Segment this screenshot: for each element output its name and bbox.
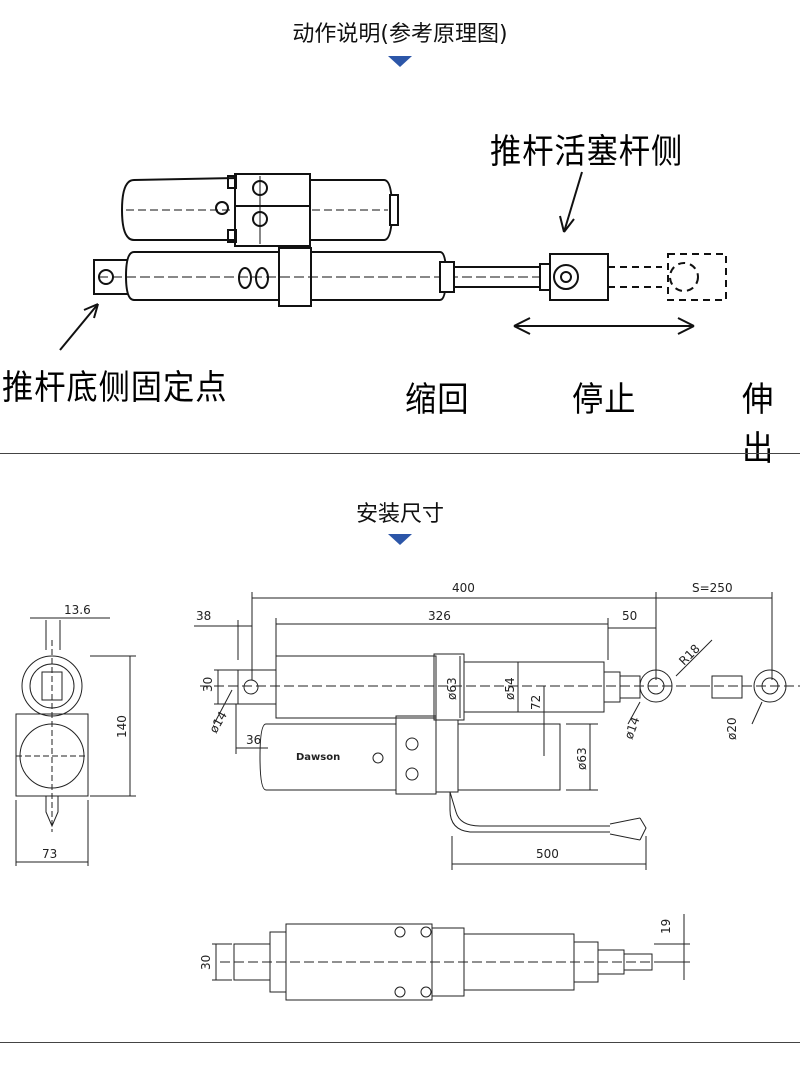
main-side-view	[194, 592, 800, 870]
dim-400: 400	[452, 581, 475, 595]
motor-body	[120, 176, 399, 241]
dim-140: 140	[115, 715, 129, 738]
dim-30-bottom: 30	[199, 955, 213, 970]
dim-13-6: 13.6	[64, 603, 91, 617]
dim-phi63-b: ø63	[575, 747, 589, 770]
end-view	[15, 617, 136, 866]
label-base-fixed-point: 推杆底侧固定点	[2, 368, 228, 408]
section-divider	[0, 453, 800, 454]
dim-phi63-a: ø63	[445, 677, 459, 700]
bottom-divider	[0, 1042, 800, 1043]
piston-rod	[454, 253, 609, 301]
dim-50: 50	[622, 609, 637, 623]
dim-36: 36	[246, 733, 261, 747]
dim-s250: S=250	[692, 581, 733, 595]
label-stop: 停止	[572, 380, 637, 420]
dim-r18: R18	[676, 642, 703, 669]
section-title-principle: 动作说明(参考原理图)	[292, 22, 508, 47]
dim-326: 326	[428, 609, 451, 623]
extended-position-dashed	[608, 253, 727, 301]
label-retract: 缩回	[405, 380, 470, 420]
dim-72: 72	[529, 695, 543, 710]
label-extend: 伸出	[742, 380, 775, 469]
dim-73: 73	[42, 847, 57, 861]
bottom-top-view	[212, 914, 690, 1001]
travel-arrow	[513, 317, 695, 335]
down-triangle-icon	[388, 56, 412, 67]
dim-19: 19	[659, 919, 673, 934]
dim-30-main: 30	[201, 677, 215, 692]
dim-phi20: ø20	[725, 717, 739, 740]
actuator-tube	[93, 247, 560, 307]
base-pointer-arrow	[59, 303, 99, 351]
dim-phi14-right: ø14	[622, 715, 643, 741]
dim-500: 500	[536, 847, 559, 861]
gearbox-block	[215, 173, 311, 247]
piston-pointer-arrow	[559, 171, 583, 233]
dim-phi14-left: ø14	[206, 709, 229, 736]
brand-logo-text: Dawson	[296, 752, 340, 763]
dim-phi54: ø54	[503, 677, 517, 700]
down-triangle-icon	[388, 534, 412, 545]
section-title-install-dims: 安装尺寸	[355, 502, 444, 527]
dim-38: 38	[196, 609, 211, 623]
principle-diagram	[59, 171, 727, 351]
label-piston-side: 推杆活塞杆侧	[490, 132, 684, 172]
